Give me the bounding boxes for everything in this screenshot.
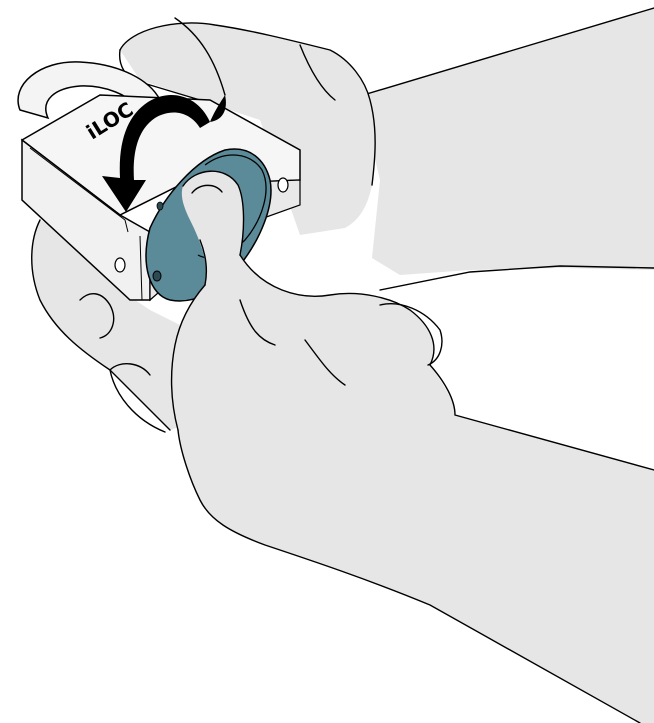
device-bolt-hole: [114, 257, 126, 273]
device-top-face: [20, 94, 301, 216]
device-bolt-hole-right: [277, 177, 289, 193]
cap-screw: [152, 270, 162, 282]
upper-arm: [359, 7, 654, 291]
left-hand: [31, 219, 210, 431]
counter-clockwise-arrow-icon: [102, 94, 226, 212]
bottom-hand: [109, 170, 654, 723]
